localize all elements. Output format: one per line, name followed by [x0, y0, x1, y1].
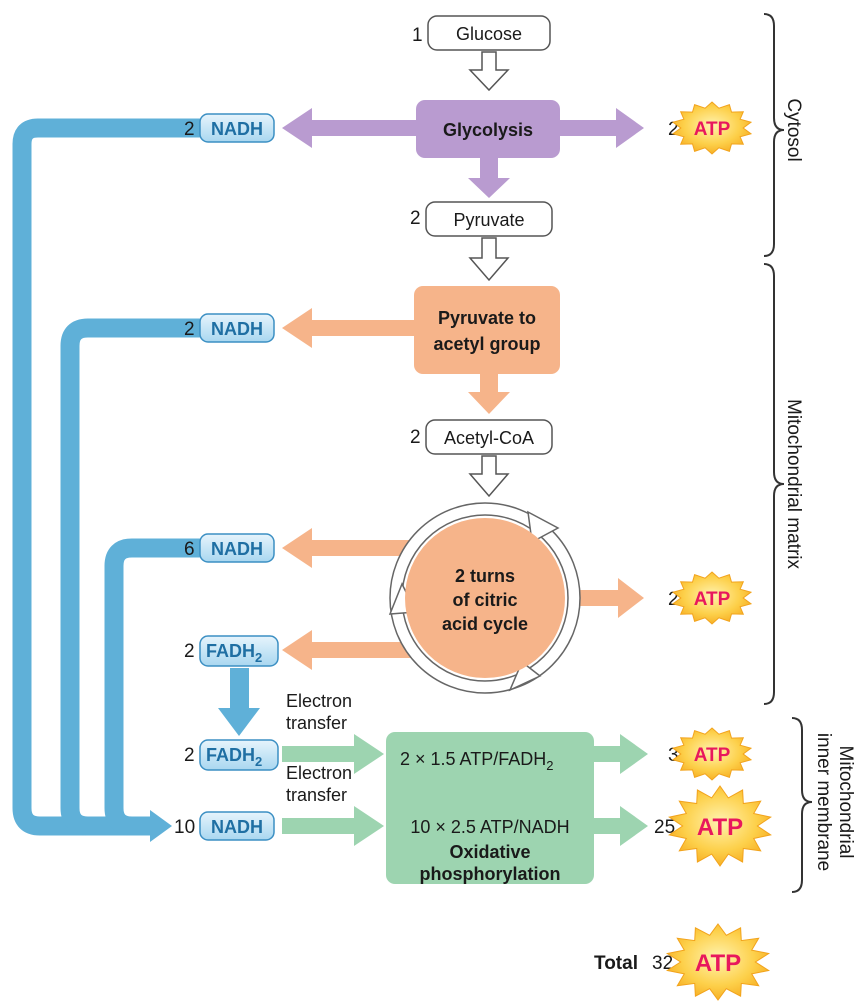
cycle-arrowhead-bottom — [508, 660, 542, 692]
glycolysis-left-arrow — [282, 108, 420, 148]
fadh2-transfer-label: FADH2 — [206, 745, 262, 769]
pyruvate-oxidation-line2: acetyl group — [433, 334, 540, 354]
citric-atp-right-arrow — [570, 578, 644, 618]
fadh2-down-arrowhead — [218, 708, 260, 736]
nadh-pyruvate-label: NADH — [211, 319, 263, 339]
atp-citric-burst — [671, 571, 753, 625]
electron-transfer-1-line1: Electron — [286, 691, 352, 711]
return-arrow-citric — [104, 538, 200, 836]
electron-transfer-2-line2: transfer — [286, 785, 347, 805]
pyruvate-oxidation-box — [414, 286, 560, 374]
return-arrowhead — [150, 810, 172, 842]
atp-nadh-label: ATP — [697, 814, 743, 841]
region-cytosol: Cytosol — [783, 98, 804, 161]
nadh-glycolysis-count: 2 — [184, 119, 195, 140]
oxphos-nadh-atp-arrow — [592, 806, 648, 846]
oxphos-line2: phosphorylation — [420, 864, 561, 884]
atp-citric-label: ATP — [694, 589, 731, 610]
nadh-total-label: NADH — [211, 817, 263, 837]
pyruvate-to-acetyl-arrow — [468, 237, 510, 282]
atp-fadh2-burst — [671, 727, 753, 781]
atp-nadh-burst — [668, 785, 772, 867]
glucose-to-glycolysis-arrow — [468, 51, 510, 92]
electron-transfer-1-line2: transfer — [286, 713, 347, 733]
region-membrane-line2: inner membrane — [813, 733, 834, 871]
citric-line1: 2 turns — [455, 566, 515, 586]
nadh-total-count: 10 — [174, 817, 195, 838]
pyruvate-down-arrow — [468, 372, 510, 414]
oxphos-eq-fadh2: 2 × 1.5 ATP/FADH2 — [400, 749, 553, 773]
return-arrow-glycolysis — [12, 118, 200, 836]
atp-fadh2-label: ATP — [694, 745, 731, 766]
pyruvate-oxidation-line1: Pyruvate to — [438, 308, 536, 328]
fadh2-transfer-pill — [199, 739, 279, 771]
glucose-count: 1 — [412, 25, 423, 46]
acetyl-coa-count: 2 — [410, 427, 421, 448]
citric-line3: acid cycle — [442, 614, 528, 634]
region-braces — [763, 13, 813, 893]
nadh-glycolysis-label: NADH — [211, 119, 263, 139]
fadh2-citric-pill — [199, 635, 279, 667]
oxphos-line1: Oxidative — [449, 842, 530, 862]
atp-glycolysis-burst — [671, 101, 753, 155]
return-arrow-pyruvate — [60, 318, 200, 836]
glucose-label: Glucose — [456, 24, 522, 44]
acetyl-to-citric-arrow — [468, 455, 510, 498]
atp-glycolysis-label: ATP — [694, 119, 731, 140]
citric-line2: of citric — [452, 590, 517, 610]
glycolysis-down-arrow — [468, 158, 510, 198]
atp-fadh2-count: 3 — [668, 745, 679, 766]
nadh-electron-arrow — [282, 806, 384, 846]
glycolysis-right-arrow — [556, 108, 644, 148]
region-matrix: Mitochondrial matrix — [783, 399, 804, 569]
cytosol-brace — [763, 13, 785, 257]
fadh2-electron-arrow — [282, 734, 384, 774]
acetyl-coa-label: Acetyl-CoA — [444, 428, 534, 448]
fadh2-citric-count: 2 — [184, 641, 195, 662]
membrane-brace — [791, 717, 813, 893]
glycolysis-label: Glycolysis — [443, 120, 533, 140]
nadh-total-pill — [199, 811, 275, 841]
electron-transfer-2-line1: Electron — [286, 763, 352, 783]
pyruvate-label: Pyruvate — [453, 210, 524, 230]
glycolysis-box — [416, 100, 560, 158]
acetyl-coa-box — [425, 419, 553, 455]
nadh-citric-label: NADH — [211, 539, 263, 559]
citric-cycle-circle — [405, 518, 565, 678]
nadh-glycolysis-pill — [199, 113, 275, 143]
glucose-box — [427, 15, 551, 51]
cycle-arrowhead-top — [527, 510, 560, 544]
nadh-citric-pill — [199, 533, 275, 563]
atp-glycolysis-count: 2 — [668, 119, 679, 140]
nadh-citric-count: 6 — [184, 539, 195, 560]
region-membrane-line1: Mitochondrial — [835, 746, 856, 859]
pyruvate-left-arrow — [282, 308, 420, 348]
oxphos-box — [386, 732, 594, 884]
nadh-pyruvate-count: 2 — [184, 319, 195, 340]
nadh-return-arrows — [12, 118, 200, 836]
oxphos-fadh2-atp-arrow — [592, 734, 648, 774]
total-count: 32 — [652, 953, 673, 974]
pyruvate-box — [425, 201, 553, 237]
oxphos-eq-nadh: 10 × 2.5 ATP/NADH — [410, 817, 569, 837]
citric-fadh2-left-arrow — [282, 630, 412, 670]
atp-total-burst — [665, 923, 771, 1001]
matrix-brace — [763, 263, 785, 705]
fadh2-down-shaft — [230, 668, 249, 710]
nadh-pyruvate-pill — [199, 313, 275, 343]
atp-nadh-count: 25 — [654, 817, 675, 838]
fadh2-transfer-count: 2 — [184, 745, 195, 766]
fadh2-citric-label: FADH2 — [206, 641, 262, 665]
atp-citric-count: 2 — [668, 589, 679, 610]
pyruvate-count: 2 — [410, 208, 421, 229]
citric-nadh-left-arrow — [282, 528, 412, 568]
atp-total-label: ATP — [695, 950, 741, 977]
total-label: Total — [594, 953, 638, 974]
